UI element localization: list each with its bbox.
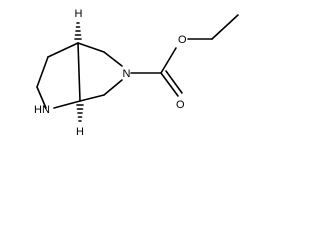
hashed-wedge-bottom (76, 104, 84, 122)
bond-ch2-ch3 (211, 14, 239, 40)
bond-carbonyl-o-ester (160, 47, 177, 74)
bond-c2-c3 (36, 56, 49, 88)
molecule-diagram: H H N H N O O (0, 0, 250, 141)
bond-c3a-c6a (77, 42, 81, 102)
atom-h-amine: H (34, 104, 42, 116)
atom-n-ring: N (123, 68, 131, 80)
atom-o-carbonyl: O (176, 99, 185, 111)
bond-c3-c3a (47, 42, 79, 58)
hashed-wedge-top (74, 22, 82, 40)
bond-carbonyl-double-2 (165, 70, 183, 94)
bond-n1-c6a (53, 100, 81, 109)
bond-c6-n5 (103, 79, 123, 96)
structure-drawing: H H N H N O O (34, 8, 239, 138)
atom-o-ester: O (178, 34, 187, 46)
bond-n1-c2 (36, 86, 47, 109)
atom-h-top: H (75, 8, 83, 20)
bond-c4-n5 (103, 51, 123, 67)
atom-n-amine: N (42, 104, 50, 116)
atom-h-bottom: H (76, 126, 84, 138)
bond-carbonyl-double-1 (160, 72, 179, 97)
bond-c3a-c4 (77, 42, 105, 53)
bond-c6a-c6 (79, 94, 105, 102)
